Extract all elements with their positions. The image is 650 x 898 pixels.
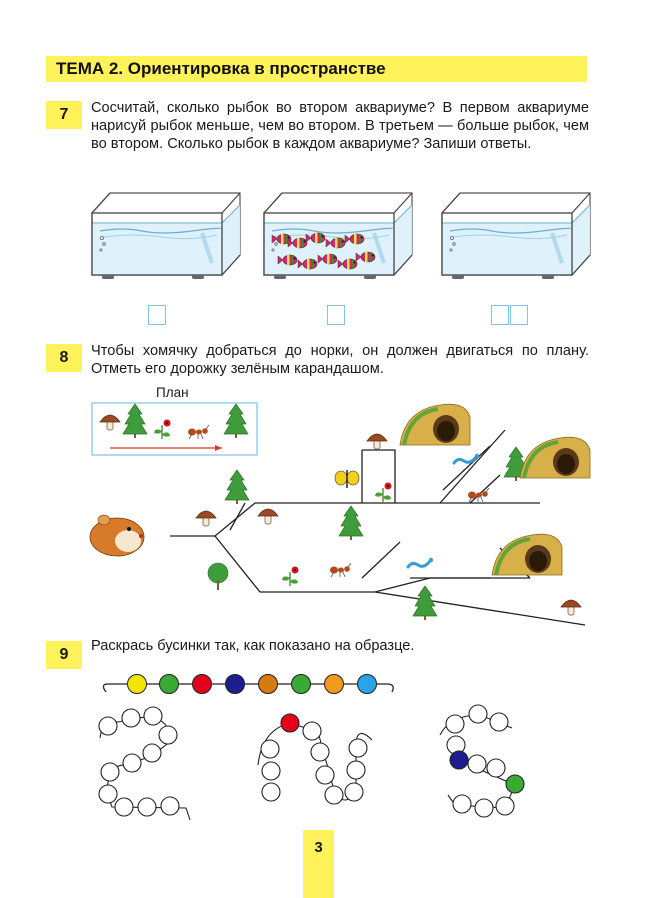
burrow-icon	[398, 402, 472, 447]
bush-icon	[207, 562, 229, 590]
tree-icon	[224, 469, 250, 505]
bead-string-3[interactable]	[439, 704, 525, 818]
answer-box-aquarium-3-units[interactable]	[510, 305, 528, 325]
arrow-head-icon	[215, 445, 222, 451]
topic-title: ТЕМА 2. Ориентировка в пространстве	[56, 59, 386, 78]
task-number-8: 8	[46, 344, 82, 372]
bead-green	[159, 674, 179, 694]
answer-box-aquarium-2[interactable]	[327, 305, 345, 325]
bead-string-1[interactable]	[98, 706, 191, 821]
mushroom-icon-2	[257, 508, 279, 525]
burrow-icon-2	[518, 435, 592, 480]
bead-orange	[258, 674, 278, 694]
mushroom-icon-3	[366, 433, 388, 450]
mushroom-icon	[195, 510, 217, 527]
ladybug-icon-2	[281, 565, 300, 587]
butterfly-icon	[334, 470, 360, 488]
bead-red	[192, 674, 212, 694]
tree-icon-2	[338, 505, 364, 541]
bead-string-2[interactable]	[257, 713, 373, 805]
ant-icon-2	[329, 562, 352, 578]
sample-bead-string	[102, 674, 394, 694]
task-9-text: Раскрась бусинки так, как показано на об…	[91, 638, 415, 654]
ladybug-icon	[374, 481, 393, 503]
bead-green-2	[291, 674, 311, 694]
aquarium-3	[440, 191, 592, 281]
answer-box-aquarium-1[interactable]	[148, 305, 166, 325]
task-8-text: Чтобы хомячку добраться до норки, он дол…	[91, 343, 589, 377]
topic-header: ТЕМА 2. Ориентировка в пространстве	[46, 56, 587, 82]
plan-label: План	[156, 385, 189, 400]
bead-yellow	[127, 674, 147, 694]
answer-box-aquarium-3-tens[interactable]	[491, 305, 509, 325]
task-7-text: Сосчитай, сколько рыбок во втором аквари…	[91, 100, 589, 152]
aquarium-1	[90, 191, 242, 281]
page-tab: 3	[303, 830, 334, 898]
bead-light-blue	[357, 674, 377, 694]
mushroom-icon-4	[560, 599, 582, 616]
hamster-icon	[89, 514, 145, 557]
ant-icon	[467, 487, 490, 503]
tree-icon-4	[412, 585, 438, 621]
bead-light-orange	[324, 674, 344, 694]
snake-icon	[452, 452, 481, 465]
bead-blue	[225, 674, 245, 694]
burrow-icon-3	[490, 532, 564, 577]
page-number: 3	[314, 839, 323, 856]
maze-paths	[170, 429, 586, 626]
aquarium-2	[262, 191, 414, 281]
task-number-7: 7	[46, 101, 82, 129]
snake-icon-2	[406, 556, 435, 569]
task-number-9: 9	[46, 641, 82, 669]
